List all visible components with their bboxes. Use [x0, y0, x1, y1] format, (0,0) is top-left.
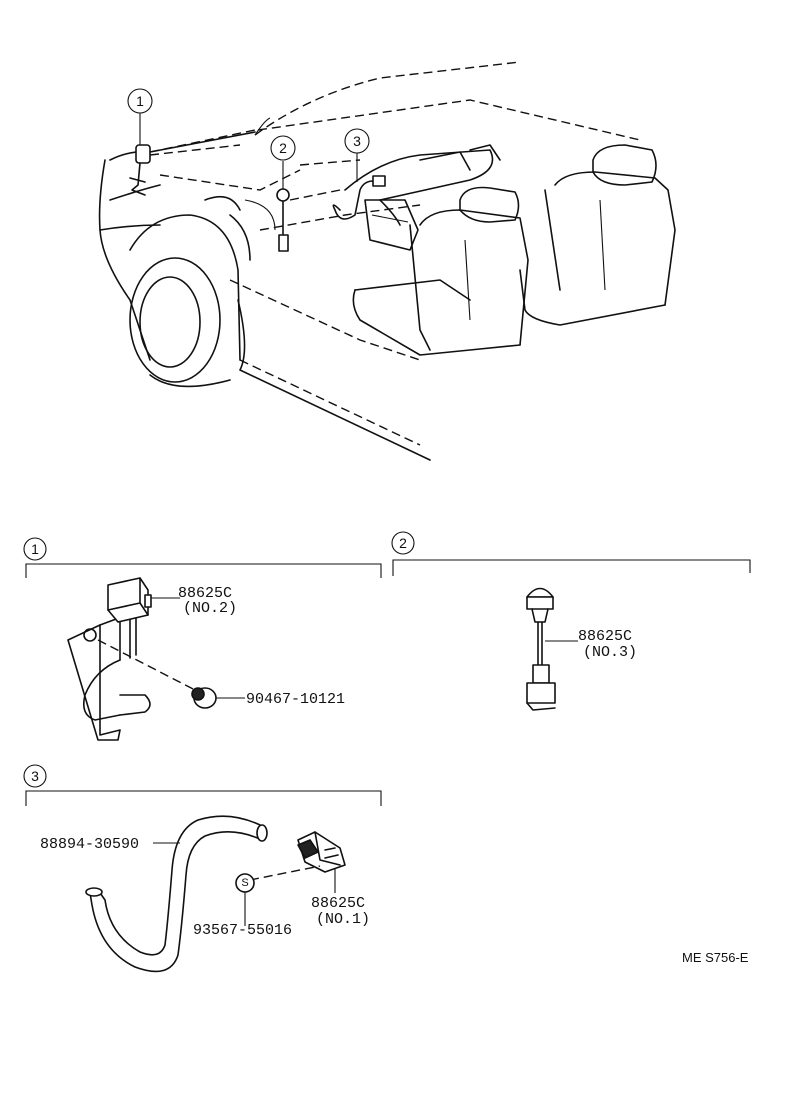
part-label-88625c-no2: 88625C — [178, 585, 232, 602]
section-2-bracket — [392, 559, 751, 576]
sensor-bulb-assembly — [526, 587, 556, 711]
clip-symbol: S — [241, 877, 248, 889]
temp-sensor — [297, 831, 346, 873]
callout-number-3: 3 — [353, 133, 361, 149]
part-label-90467-10121: 90467-10121 — [246, 691, 345, 708]
callout-number-2: 2 — [279, 140, 287, 156]
overview-component-2 — [276, 188, 341, 252]
overview-callout-3: 3 — [344, 128, 370, 182]
part-label-88625c-no1: 88625C — [311, 895, 365, 912]
hose — [85, 815, 268, 973]
callout-number-1: 1 — [136, 93, 144, 109]
clip-3-dashed-leader — [249, 865, 321, 881]
overview-callout-1: 1 — [127, 88, 153, 145]
section-number-3: 3 — [31, 768, 39, 784]
part-note-no1: (NO.1) — [316, 911, 370, 928]
part-label-88894-30590: 88894-30590 — [40, 836, 139, 853]
part-note-no3: (NO.3) — [583, 644, 637, 661]
diagram-reference-code: ME S756-E — [682, 950, 749, 965]
clip-grommet — [191, 687, 217, 709]
section-3-bracket — [25, 790, 382, 806]
part-label-88625c-no3: 88625C — [578, 628, 632, 645]
section-number-1: 1 — [31, 541, 39, 557]
vehicle-overview: 1 2 3 — [98, 61, 676, 461]
relay-box — [82, 577, 152, 721]
front-seat-right — [519, 144, 676, 326]
clip-s: S — [235, 873, 255, 893]
section-1-bracket — [25, 563, 382, 578]
clip-dashed-leader — [97, 639, 196, 691]
front-seat-left — [352, 186, 529, 356]
detail-section-3: 3 88894-30590 S 93567-55016 88625C (NO.1… — [23, 764, 382, 973]
overview-callout-2: 2 — [270, 135, 296, 189]
detail-section-1: 1 88625C (NO.2) 90467-10121 — [23, 537, 382, 741]
mounting-bracket — [67, 611, 136, 741]
overview-component-3 — [299, 159, 386, 220]
part-note-no2: (NO.2) — [183, 600, 237, 617]
overview-component-1 — [129, 144, 241, 196]
part-label-93567-55016: 93567-55016 — [193, 922, 292, 939]
section-number-2: 2 — [399, 535, 407, 551]
detail-section-2: 2 88625C (NO.3) — [391, 531, 751, 711]
